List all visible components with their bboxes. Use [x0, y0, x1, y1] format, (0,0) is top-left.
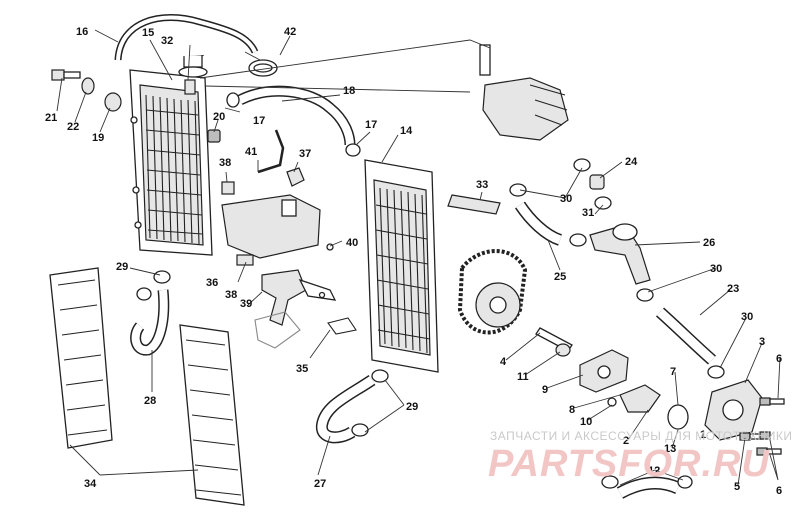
frame-detail — [254, 311, 301, 349]
callout-labels: 16 15 32 42 18 17 17 14 21 22 19 20 41 3… — [45, 26, 782, 497]
t-piece-26 — [589, 223, 651, 285]
bleed-screw-32 — [184, 79, 196, 95]
clamp-42 — [248, 59, 278, 77]
label-14: 14 — [400, 125, 413, 137]
label-38-upper: 38 — [219, 157, 231, 169]
label-17-lower: 17 — [365, 119, 377, 131]
label-25: 25 — [554, 271, 566, 283]
tube-41 — [257, 129, 285, 174]
watermark-line2: PARTSFOR.RU — [488, 443, 770, 485]
label-33: 33 — [476, 179, 488, 191]
pump-cover-9 — [579, 349, 629, 393]
clamp-17-lower — [345, 143, 361, 157]
clamp-29-lower — [351, 369, 389, 437]
label-26: 26 — [703, 237, 715, 249]
clamp-31 — [569, 196, 612, 247]
label-1: 1 — [700, 429, 706, 441]
engine-reference — [479, 44, 569, 141]
cap-37 — [286, 167, 305, 187]
label-37: 37 — [299, 148, 311, 160]
foam-pad-33 — [447, 194, 501, 215]
sleeve-24 — [589, 174, 605, 190]
bearing-11 — [555, 343, 571, 357]
label-6-lower: 6 — [776, 485, 782, 497]
clamp-30-a — [573, 158, 591, 172]
label-19: 19 — [92, 132, 104, 144]
label-15: 15 — [142, 27, 154, 39]
label-36: 36 — [206, 277, 218, 289]
label-29-lower: 29 — [406, 401, 418, 413]
label-32: 32 — [161, 35, 173, 47]
seal-10 — [607, 397, 617, 407]
label-16: 16 — [76, 26, 88, 38]
label-21: 21 — [45, 112, 57, 124]
clamp-17-upper — [226, 92, 240, 108]
label-7: 7 — [670, 366, 676, 378]
left-radiator — [129, 69, 213, 256]
grommet-19 — [104, 92, 122, 112]
pump-housing-3 — [704, 379, 763, 441]
pad-38-upper — [221, 181, 235, 195]
leader-lines — [56, 29, 781, 486]
label-38-lower: 38 — [225, 289, 237, 301]
right-radiator — [364, 159, 439, 373]
label-22: 22 — [67, 121, 79, 133]
expansion-tank — [221, 194, 321, 259]
label-2: 2 — [623, 435, 629, 447]
label-3: 3 — [759, 336, 765, 348]
plug-20 — [207, 129, 221, 143]
drive-chain-sprocket — [457, 249, 528, 335]
label-13: 13 — [664, 443, 676, 455]
label-11: 11 — [517, 371, 529, 383]
radiator-guard-left — [49, 267, 113, 449]
label-18: 18 — [343, 85, 355, 97]
label-24: 24 — [625, 156, 638, 168]
label-6-upper: 6 — [776, 353, 782, 365]
label-34: 34 — [84, 478, 97, 490]
watermark: ЗАПЧАСТИ И АКСЕССУАРЫ ДЛЯ МОТОТЕХНИКИ PA… — [488, 429, 792, 485]
label-8: 8 — [569, 404, 575, 416]
label-9: 9 — [542, 384, 548, 396]
label-12: 12 — [648, 465, 660, 477]
watermark-line1: ЗАПЧАСТИ И АКСЕССУАРЫ ДЛЯ МОТОТЕХНИКИ — [490, 429, 792, 443]
label-23: 23 — [727, 283, 739, 295]
label-29-upper: 29 — [116, 261, 128, 273]
label-42: 42 — [284, 26, 296, 38]
label-31: 31 — [582, 207, 594, 219]
clamp-30-b — [509, 183, 527, 197]
label-39: 39 — [240, 298, 252, 310]
clamp-30-d — [707, 365, 725, 379]
label-20: 20 — [213, 111, 225, 123]
clamp-13 — [601, 475, 693, 489]
label-10: 10 — [580, 416, 592, 428]
label-28: 28 — [144, 395, 156, 407]
label-5: 5 — [734, 481, 740, 493]
radiator-guard-right — [179, 324, 245, 506]
label-4: 4 — [500, 356, 507, 368]
label-30-b: 30 — [710, 263, 722, 275]
bolt-6-upper — [759, 397, 785, 406]
label-40: 40 — [346, 237, 358, 249]
bolt-21 — [51, 69, 81, 81]
label-30-c: 30 — [741, 311, 753, 323]
impeller-8 — [619, 384, 661, 413]
label-27: 27 — [314, 478, 326, 490]
clamp-29-upper — [136, 270, 171, 301]
clip-35 — [327, 317, 357, 335]
bracket-39 — [261, 269, 337, 326]
bolts-5-6-lower — [739, 431, 782, 456]
label-17-upper: 17 — [253, 115, 265, 127]
label-35: 35 — [296, 363, 308, 375]
washer-22 — [81, 77, 95, 95]
o-ring-7 — [667, 404, 689, 430]
label-41: 41 — [245, 146, 257, 158]
label-30-a: 30 — [560, 193, 572, 205]
